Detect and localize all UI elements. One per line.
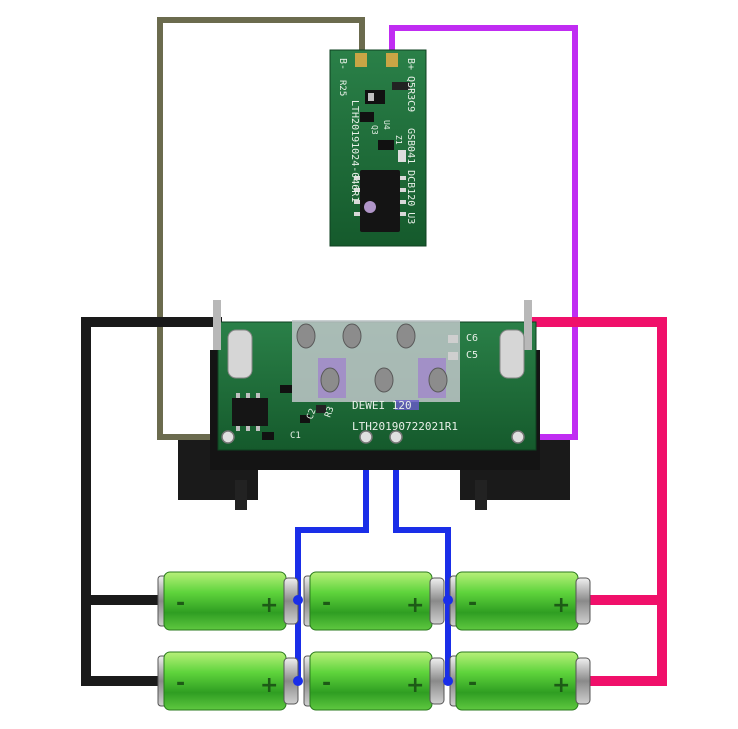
main-board-label-r3: R3 (323, 405, 336, 419)
pad-olive (221, 430, 235, 444)
cell-plus-symbol: + (552, 593, 570, 618)
cell-plus-symbol: + (406, 673, 424, 698)
pad-blue-left (359, 430, 373, 444)
battery-cell: -+ (449, 651, 591, 711)
cell-plus-symbol: + (260, 593, 278, 618)
cell-positive-cap (575, 577, 591, 625)
wire-blue-right (393, 437, 451, 681)
cell-minus-symbol: - (176, 591, 185, 616)
wire-blue-left (295, 437, 369, 681)
small-board-label-u4: U4 (382, 120, 391, 130)
battery-pack: -+-+-+-+-+-+ (157, 571, 591, 711)
cell-minus-symbol: - (468, 671, 477, 696)
cell-positive-cap (429, 577, 445, 625)
small-board-label-right: LTH20191024-046R1 (349, 100, 360, 202)
battery-cell: -+ (157, 571, 299, 631)
cell-positive-cap (429, 657, 445, 705)
junction-dot (293, 676, 303, 686)
cell-minus-symbol: - (468, 591, 477, 616)
cell-plus-symbol: + (552, 673, 570, 698)
small-board-label-q3: Q3 (370, 125, 379, 135)
small-board-label-b-minus: B- (337, 58, 348, 70)
main-board-label-c2: C2 (305, 407, 318, 421)
small-bms-board: B+ Q5R3C9 GSB041 DCB120 U3 LTH20191024-0… (329, 49, 427, 247)
cell-plus-symbol: + (260, 673, 278, 698)
wire-pink (532, 317, 667, 686)
main-bms-board: DEWEI 120 LTH20190722021R1 C6 C5 R3 C2 C… (178, 300, 570, 510)
battery-cell: -+ (303, 571, 445, 631)
small-board-label-z1: Z1 (394, 135, 403, 145)
blue-junctions (293, 595, 453, 686)
small-board-label-top: B+ Q5R3C9 (405, 58, 416, 112)
small-board-label-mid: GSB041 DCB120 U3 (405, 128, 416, 224)
main-board-label-brand: DEWEI 120 (352, 399, 412, 412)
wire-olive (157, 17, 365, 440)
pad-blue-right (389, 430, 403, 444)
main-board-label-c1: C1 (290, 431, 301, 441)
battery-cell: -+ (449, 571, 591, 631)
main-board-label-c6: C6 (466, 333, 478, 344)
battery-cell: -+ (303, 651, 445, 711)
cell-minus-symbol: - (322, 591, 331, 616)
wire-black (81, 317, 222, 686)
main-board-label-c5: C5 (466, 350, 478, 361)
main-board-label-code: LTH20190722021R1 (352, 420, 458, 433)
cell-plus-symbol: + (406, 593, 424, 618)
pad-purple (511, 430, 525, 444)
cell-minus-symbol: - (176, 671, 185, 696)
junction-dot (443, 595, 453, 605)
small-board-label-r25: R25 (337, 80, 347, 96)
junction-dot (293, 595, 303, 605)
wire-purple (389, 25, 578, 440)
battery-cell: -+ (157, 651, 299, 711)
junction-dot (443, 676, 453, 686)
cell-positive-cap (575, 657, 591, 705)
cell-minus-symbol: - (322, 671, 331, 696)
